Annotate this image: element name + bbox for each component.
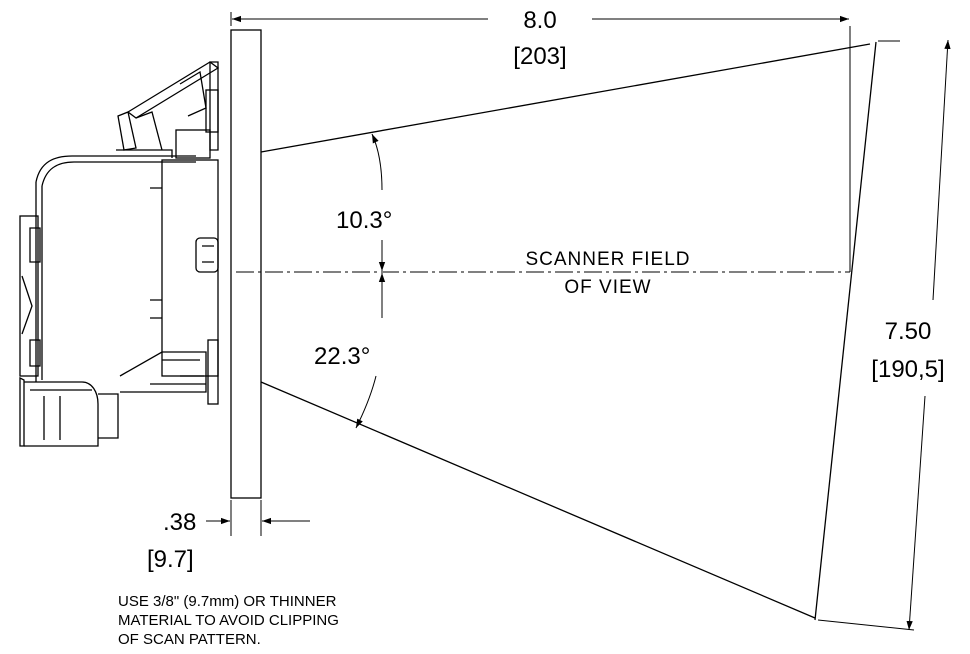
field-height-inches: 7.50 [885,318,932,345]
lower-angle: 22.3° [314,343,370,370]
note-line-3: OF SCAN PATTERN. [118,631,261,648]
dimension-field-height [817,39,951,631]
panel-thickness-inches: .38 [163,509,196,536]
dimension-scan-distance [230,12,851,272]
upper-angle: 10.3° [336,207,392,234]
field-height-mm: [190,5] [871,356,944,383]
note-line-1: USE 3/8" (9.7mm) OR THINNER [118,593,337,610]
scanner-body [19,61,220,447]
dimension-panel-thickness [206,500,310,536]
scan-distance-inches: 8.0 [523,7,556,34]
centerline-label-line2: OF VIEW [564,277,651,298]
scan-distance-mm: [203] [513,43,566,70]
field-of-view-outline [260,41,877,621]
centerline-label-line1: SCANNER FIELD [525,249,690,270]
mounting-panel [230,29,262,499]
panel-thickness-mm: [9.7] [147,546,194,573]
angle-arcs [355,133,386,429]
note-line-2: MATERIAL TO AVOID CLIPPING [118,612,339,629]
